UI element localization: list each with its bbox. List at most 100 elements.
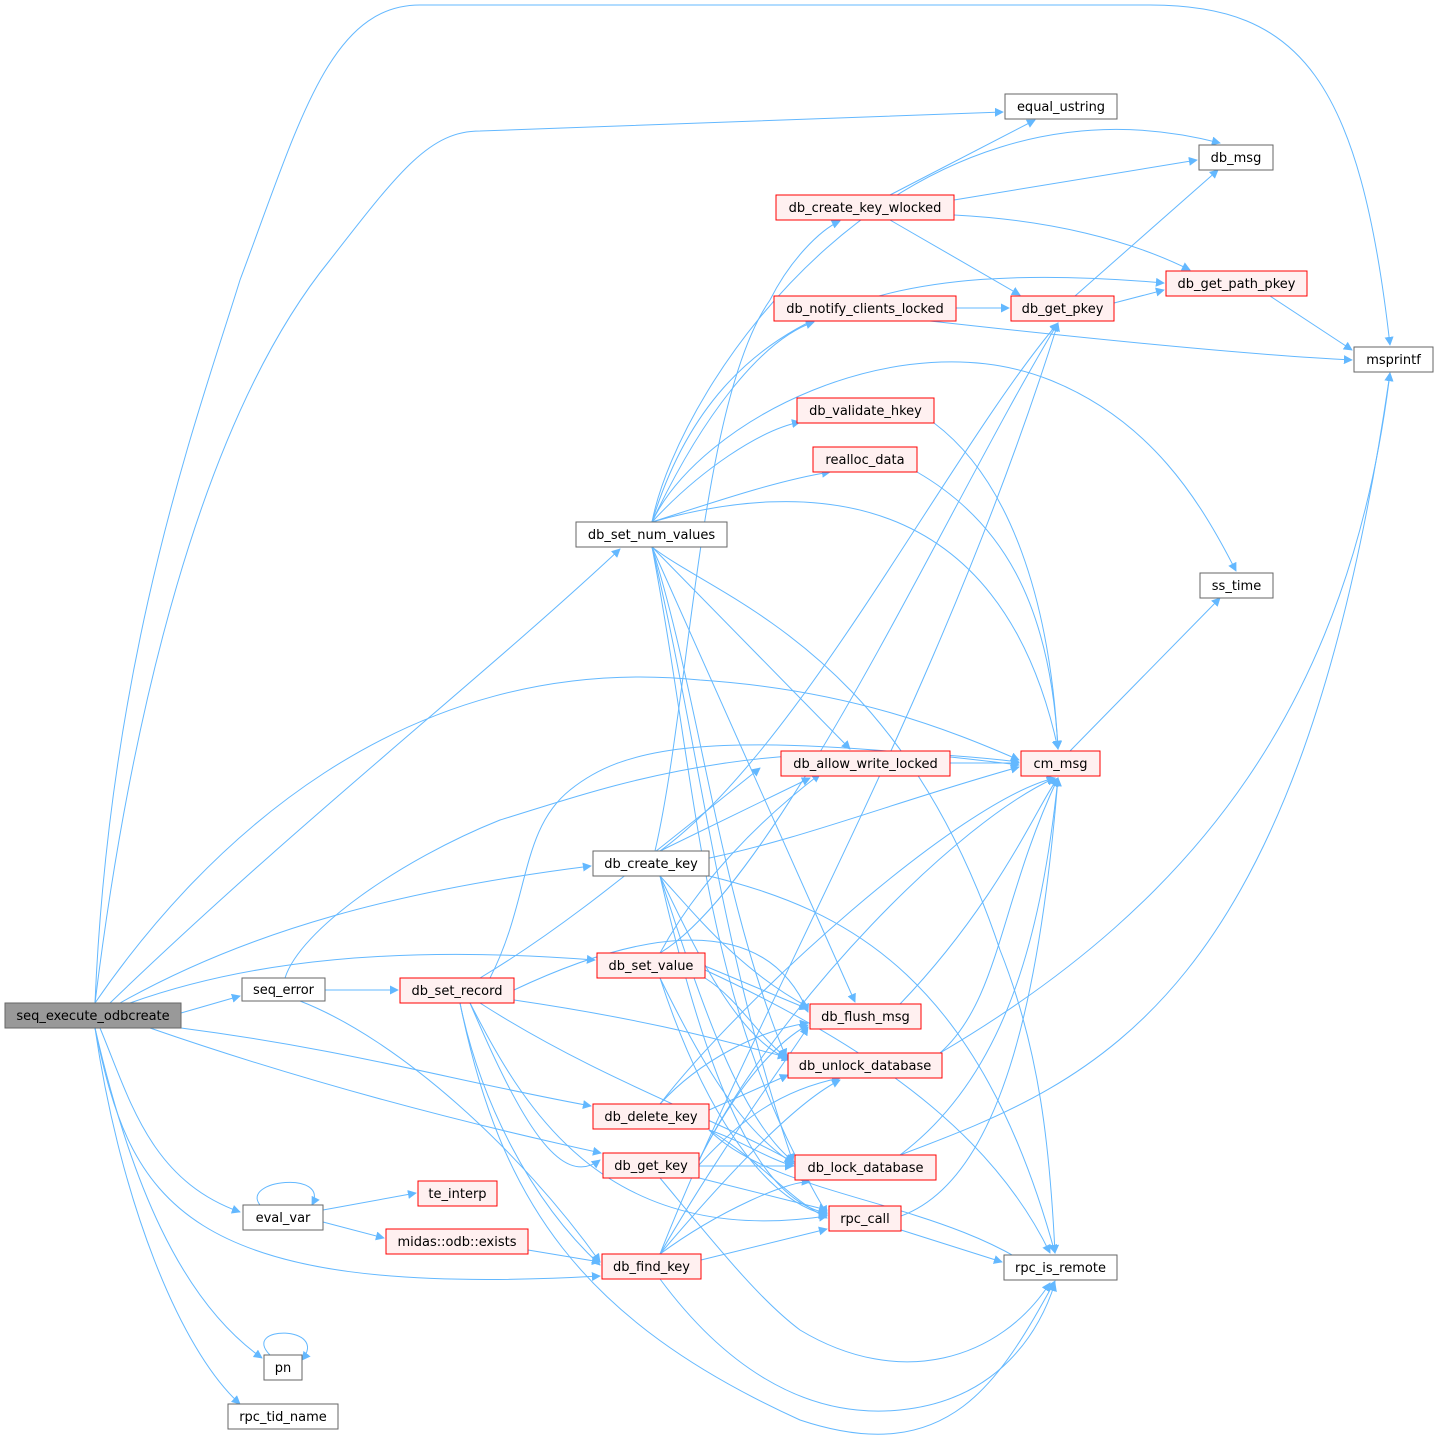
node-label: eval_var xyxy=(256,1211,311,1226)
node-db-set-num-values[interactable]: db_set_num_values xyxy=(575,521,728,548)
node-db-get-path-pkey[interactable]: db_get_path_pkey xyxy=(1165,270,1308,297)
node-db-flush-msg[interactable]: db_flush_msg xyxy=(809,1003,922,1030)
edge-92 xyxy=(900,1229,1003,1264)
node-label: db_validate_hkey xyxy=(809,404,922,419)
node-rpc-call[interactable]: rpc_call xyxy=(828,1205,902,1232)
node-label: db_find_key xyxy=(613,1260,690,1275)
node-box xyxy=(417,1180,498,1207)
node-box xyxy=(592,850,710,877)
node-box xyxy=(4,1002,182,1029)
node-db-msg[interactable]: db_msg xyxy=(1198,144,1274,171)
edge-82 xyxy=(929,320,1353,365)
node-eval-var[interactable]: eval_var xyxy=(242,1204,324,1231)
edge-20 xyxy=(527,1249,601,1266)
node-box xyxy=(263,1354,303,1381)
edge-61 xyxy=(708,1074,789,1111)
edge-76 xyxy=(659,322,1060,1255)
node-box xyxy=(1003,1254,1118,1281)
node-box xyxy=(812,446,918,473)
node-box xyxy=(385,1228,529,1255)
edge-0 xyxy=(180,993,241,1014)
node-box xyxy=(796,397,935,424)
node-label: db_delete_key xyxy=(604,1110,698,1125)
node-equal-ustring[interactable]: equal_ustring xyxy=(1004,93,1118,120)
node-realloc-data[interactable]: realloc_data xyxy=(812,446,918,473)
edge-26 xyxy=(469,1002,601,1169)
node-box xyxy=(242,1204,324,1231)
node-db-lock-database[interactable]: db_lock_database xyxy=(794,1154,937,1181)
edge-6 xyxy=(180,1027,592,1109)
edge-8 xyxy=(99,1027,241,1214)
edge-34 xyxy=(651,468,831,523)
edge-64 xyxy=(708,1129,1051,1281)
edge-14 xyxy=(299,1000,601,1263)
edge-46 xyxy=(659,322,1059,852)
node-db-validate-hkey[interactable]: db_validate_hkey xyxy=(796,397,935,424)
node-pn[interactable]: pn xyxy=(263,1354,303,1381)
node-cm-msg[interactable]: cm_msg xyxy=(1020,750,1101,777)
node-label: db_lock_database xyxy=(807,1161,923,1176)
edge-2 xyxy=(94,107,1004,1004)
node-seq-execute-odbcreate[interactable]: seq_execute_odbcreate xyxy=(4,1002,182,1029)
edge-48 xyxy=(659,875,791,1062)
node-label: rpc_call xyxy=(840,1212,890,1227)
edge-17 xyxy=(322,1221,385,1241)
edge-95 xyxy=(1269,295,1353,351)
node-box xyxy=(1353,346,1434,373)
edge-72 xyxy=(659,1079,841,1255)
node-box xyxy=(1004,93,1118,120)
node-db-get-key[interactable]: db_get_key xyxy=(602,1152,700,1179)
edge-24 xyxy=(513,999,787,1060)
edge-52 xyxy=(659,773,821,954)
node-label: db_set_record xyxy=(412,984,503,999)
node-seq-error[interactable]: seq_error xyxy=(241,977,326,1002)
edge-40 xyxy=(651,546,795,1163)
edge-30 xyxy=(651,129,1221,523)
edge-12 xyxy=(94,676,1020,1004)
node-label: equal_ustring xyxy=(1017,100,1105,115)
node-db-get-pkey[interactable]: db_get_pkey xyxy=(1010,295,1115,322)
edge-1 xyxy=(94,4,1394,1004)
edge-10 xyxy=(94,1027,263,1359)
node-label: db_set_value xyxy=(609,959,694,974)
node-db-find-key[interactable]: db_find_key xyxy=(601,1253,702,1280)
node-box xyxy=(227,1403,339,1430)
edge-27 xyxy=(459,1002,601,1266)
edge-89 xyxy=(899,777,1062,1156)
node-label: seq_error xyxy=(253,983,315,998)
node-label: db_create_key xyxy=(604,857,698,872)
edge-33 xyxy=(651,419,801,523)
node-db-allow-write-locked[interactable]: db_allow_write_locked xyxy=(780,750,951,777)
edge-59 xyxy=(659,775,1056,1105)
node-box xyxy=(575,521,728,548)
edge-58 xyxy=(704,969,1051,1254)
node-rpc-is-remote[interactable]: rpc_is_remote xyxy=(1003,1254,1118,1281)
node-ss-time[interactable]: ss_time xyxy=(1199,572,1274,599)
node-db-create-key[interactable]: db_create_key xyxy=(592,850,710,877)
node-midas-odb-exists[interactable]: midas::odb::exists xyxy=(385,1228,529,1255)
node-db-set-value[interactable]: db_set_value xyxy=(596,952,706,979)
node-box xyxy=(1010,295,1115,322)
edge-80 xyxy=(889,219,1021,296)
node-box xyxy=(1199,572,1274,599)
edge-69 xyxy=(698,1177,828,1213)
edge-86 xyxy=(899,777,1059,1005)
node-label: rpc_tid_name xyxy=(239,1410,327,1425)
node-box xyxy=(602,1152,700,1179)
edge-21 xyxy=(489,744,1020,979)
node-db-notify-clients-locked[interactable]: db_notify_clients_locked xyxy=(773,295,957,322)
node-msprintf[interactable]: msprintf xyxy=(1353,346,1434,373)
edge-73 xyxy=(659,1176,811,1255)
node-db-set-record[interactable]: db_set_record xyxy=(399,977,515,1004)
node-db-unlock-database[interactable]: db_unlock_database xyxy=(787,1052,943,1079)
node-label: db_get_path_pkey xyxy=(1178,277,1296,292)
node-te-interp[interactable]: te_interp xyxy=(417,1180,498,1207)
node-db-delete-key[interactable]: db_delete_key xyxy=(592,1103,710,1130)
node-db-create-key-wlocked[interactable]: db_create_key_wlocked xyxy=(775,194,955,221)
edge-16 xyxy=(322,1190,417,1211)
edge-38 xyxy=(651,546,856,1003)
edge-70 xyxy=(659,1177,1051,1363)
edge-78 xyxy=(953,156,1198,201)
node-rpc-tid-name[interactable]: rpc_tid_name xyxy=(227,1403,339,1430)
